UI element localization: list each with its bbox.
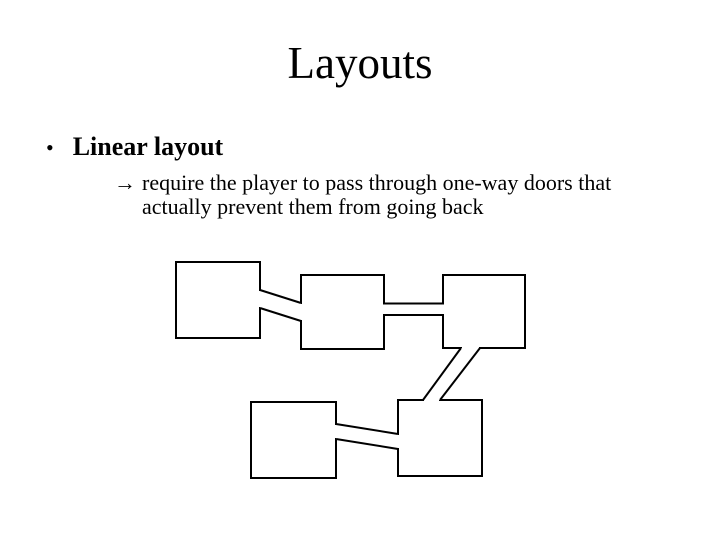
corridor-2-3-opening-0: [381, 304, 387, 314]
corridor-2-3-opening-1: [440, 304, 446, 314]
room-top-left: [175, 261, 261, 339]
sub-bullet-text: require the player to pass through one-w…: [142, 170, 612, 219]
corridor-3-4-opening-1: [424, 397, 439, 403]
corridor-3-4-interior: [423, 348, 480, 400]
slide-title: Layouts: [287, 38, 433, 88]
bullet-icon: •: [46, 135, 54, 160]
corridor-5-4-wall-0: [335, 423, 399, 435]
room-bottom-left: [250, 401, 337, 479]
sub-bullet: → require the player to pass through one…: [114, 170, 634, 219]
bullet-line: • Linear layout: [46, 134, 223, 160]
corridor-2-3-interior: [384, 303, 443, 315]
corridor-5-4-wall-1: [335, 438, 399, 450]
room-top-middle: [300, 274, 385, 350]
corridor-3-4-opening-0: [462, 345, 479, 351]
corridor-3-4-wall-1: [439, 347, 481, 401]
room-top-right: [442, 274, 526, 349]
corridor-1-2-opening-1: [298, 304, 304, 320]
arrow-icon: →: [114, 170, 136, 195]
corridor-3-4-wall-0: [422, 347, 462, 401]
corridor-1-2-opening-0: [257, 291, 263, 307]
corridor-5-4-opening-0: [333, 425, 339, 438]
room-bottom-right: [397, 399, 483, 477]
corridor-5-4-interior: [336, 424, 398, 449]
corridor-1-2-interior: [260, 290, 301, 321]
corridor-1-2-wall-1: [259, 307, 302, 322]
corridor-1-2-wall-0: [259, 289, 302, 304]
corridor-5-4-opening-1: [395, 435, 401, 448]
bullet-label: Linear layout: [72, 132, 224, 161]
